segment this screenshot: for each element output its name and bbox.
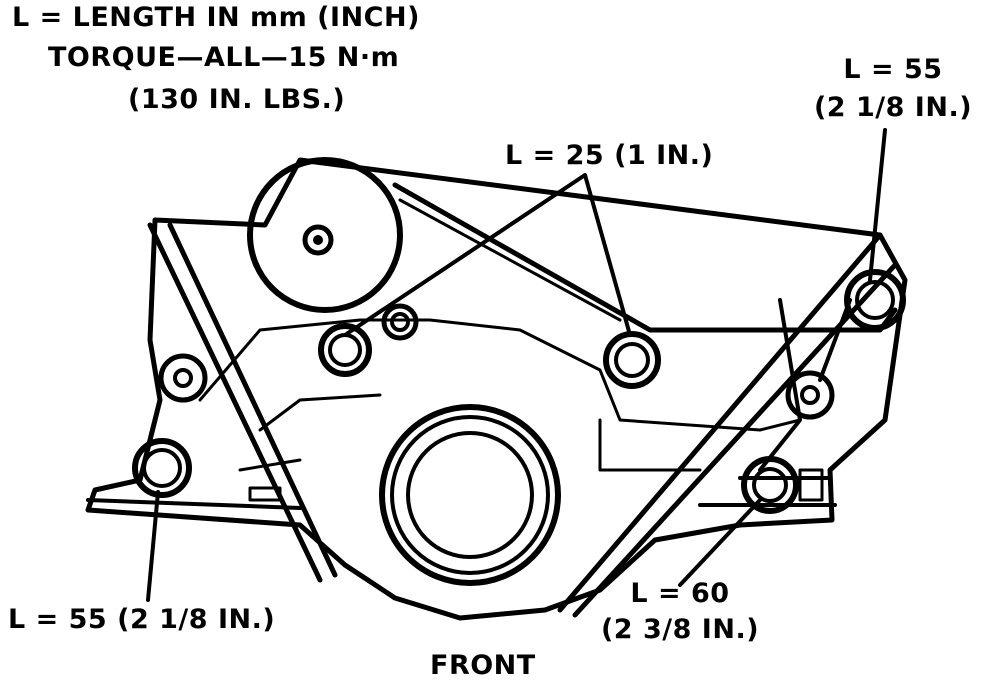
callout-top-right-line-2: (2 1/8 IN.) <box>813 92 973 123</box>
header-line-2: TORQUE—ALL—15 N·m <box>48 42 400 73</box>
left-strap <box>147 222 338 583</box>
upper-flange-edge <box>392 182 898 333</box>
front-seal-ring <box>390 415 550 575</box>
front-seal-inner <box>406 431 534 559</box>
bolt-small-stud <box>381 303 419 341</box>
front-label: FRONT <box>430 650 536 681</box>
leader-top-right <box>868 128 887 282</box>
bolt-center-right <box>603 331 661 389</box>
callout-top-center: L = 25 (1 IN.) <box>505 140 714 171</box>
upper-pulley <box>247 157 403 313</box>
leader-bottom-right <box>678 498 762 587</box>
pulley-center-bolt <box>302 224 334 256</box>
header-line-3: (130 IN. LBS.) <box>128 84 346 115</box>
pan-rail <box>86 476 837 510</box>
callout-top-right-line-1: L = 55 <box>843 54 943 85</box>
callout-bottom-right-line-1: L = 60 <box>630 578 730 609</box>
cross-strap <box>758 298 852 472</box>
header-line-1: L = LENGTH IN mm (INCH) <box>12 2 420 33</box>
leader-top-center <box>343 173 632 337</box>
bolt-bottom-left <box>132 438 192 498</box>
right-strap <box>557 232 898 618</box>
right-middle-boss <box>785 370 835 420</box>
left-upper-boss <box>158 353 208 403</box>
front-seal-outer <box>379 404 561 586</box>
bolt-bottom-right <box>741 456 799 514</box>
bolt-top-right <box>844 269 906 331</box>
callout-bottom-right-line-2: (2 3/8 IN.) <box>600 614 760 645</box>
callout-bottom-left: L = 55 (2 1/8 IN.) <box>8 604 276 635</box>
housing-outline <box>85 157 908 621</box>
leader-bottom-left <box>146 490 160 602</box>
